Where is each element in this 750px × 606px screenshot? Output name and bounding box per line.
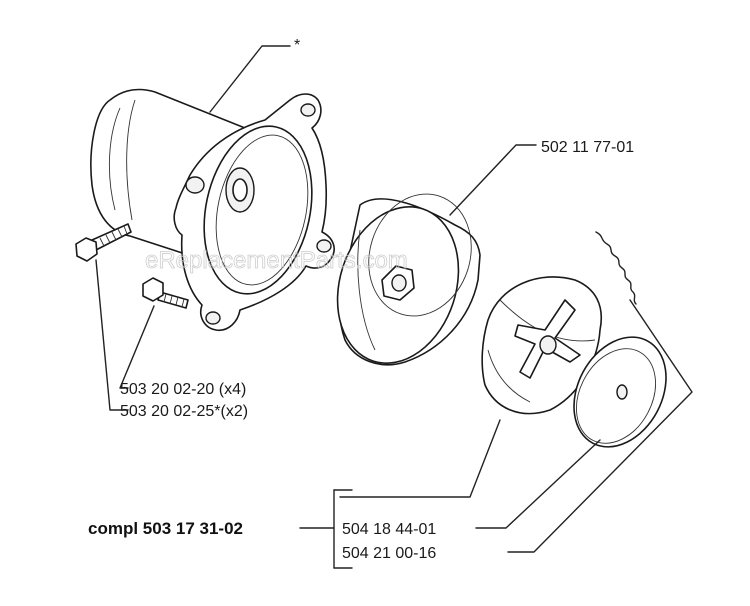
bolt-short bbox=[142, 277, 189, 309]
spring bbox=[595, 231, 637, 305]
asterisk-label: * bbox=[294, 37, 300, 54]
shoes-part-number: 504 18 44-01 bbox=[342, 521, 436, 538]
washer-part-number: 504 21 00-16 bbox=[342, 545, 436, 562]
bolt-x4-part-number: 503 20 02-20 (x4) bbox=[120, 381, 246, 398]
leader-lines bbox=[95, 45, 693, 569]
assembly-part-number: compl 503 17 31-02 bbox=[88, 519, 243, 538]
bolt-long bbox=[75, 223, 132, 262]
clutch-drum bbox=[336, 193, 481, 366]
watermark: eReplacementParts.com bbox=[145, 247, 408, 274]
clutch-housing bbox=[90, 88, 335, 332]
washer bbox=[573, 336, 667, 448]
drum-part-number: 502 11 77-01 bbox=[541, 139, 634, 156]
bolt-x2-part-number: 503 20 02-25*(x2) bbox=[120, 403, 248, 420]
clutch-shoes bbox=[481, 276, 602, 415]
